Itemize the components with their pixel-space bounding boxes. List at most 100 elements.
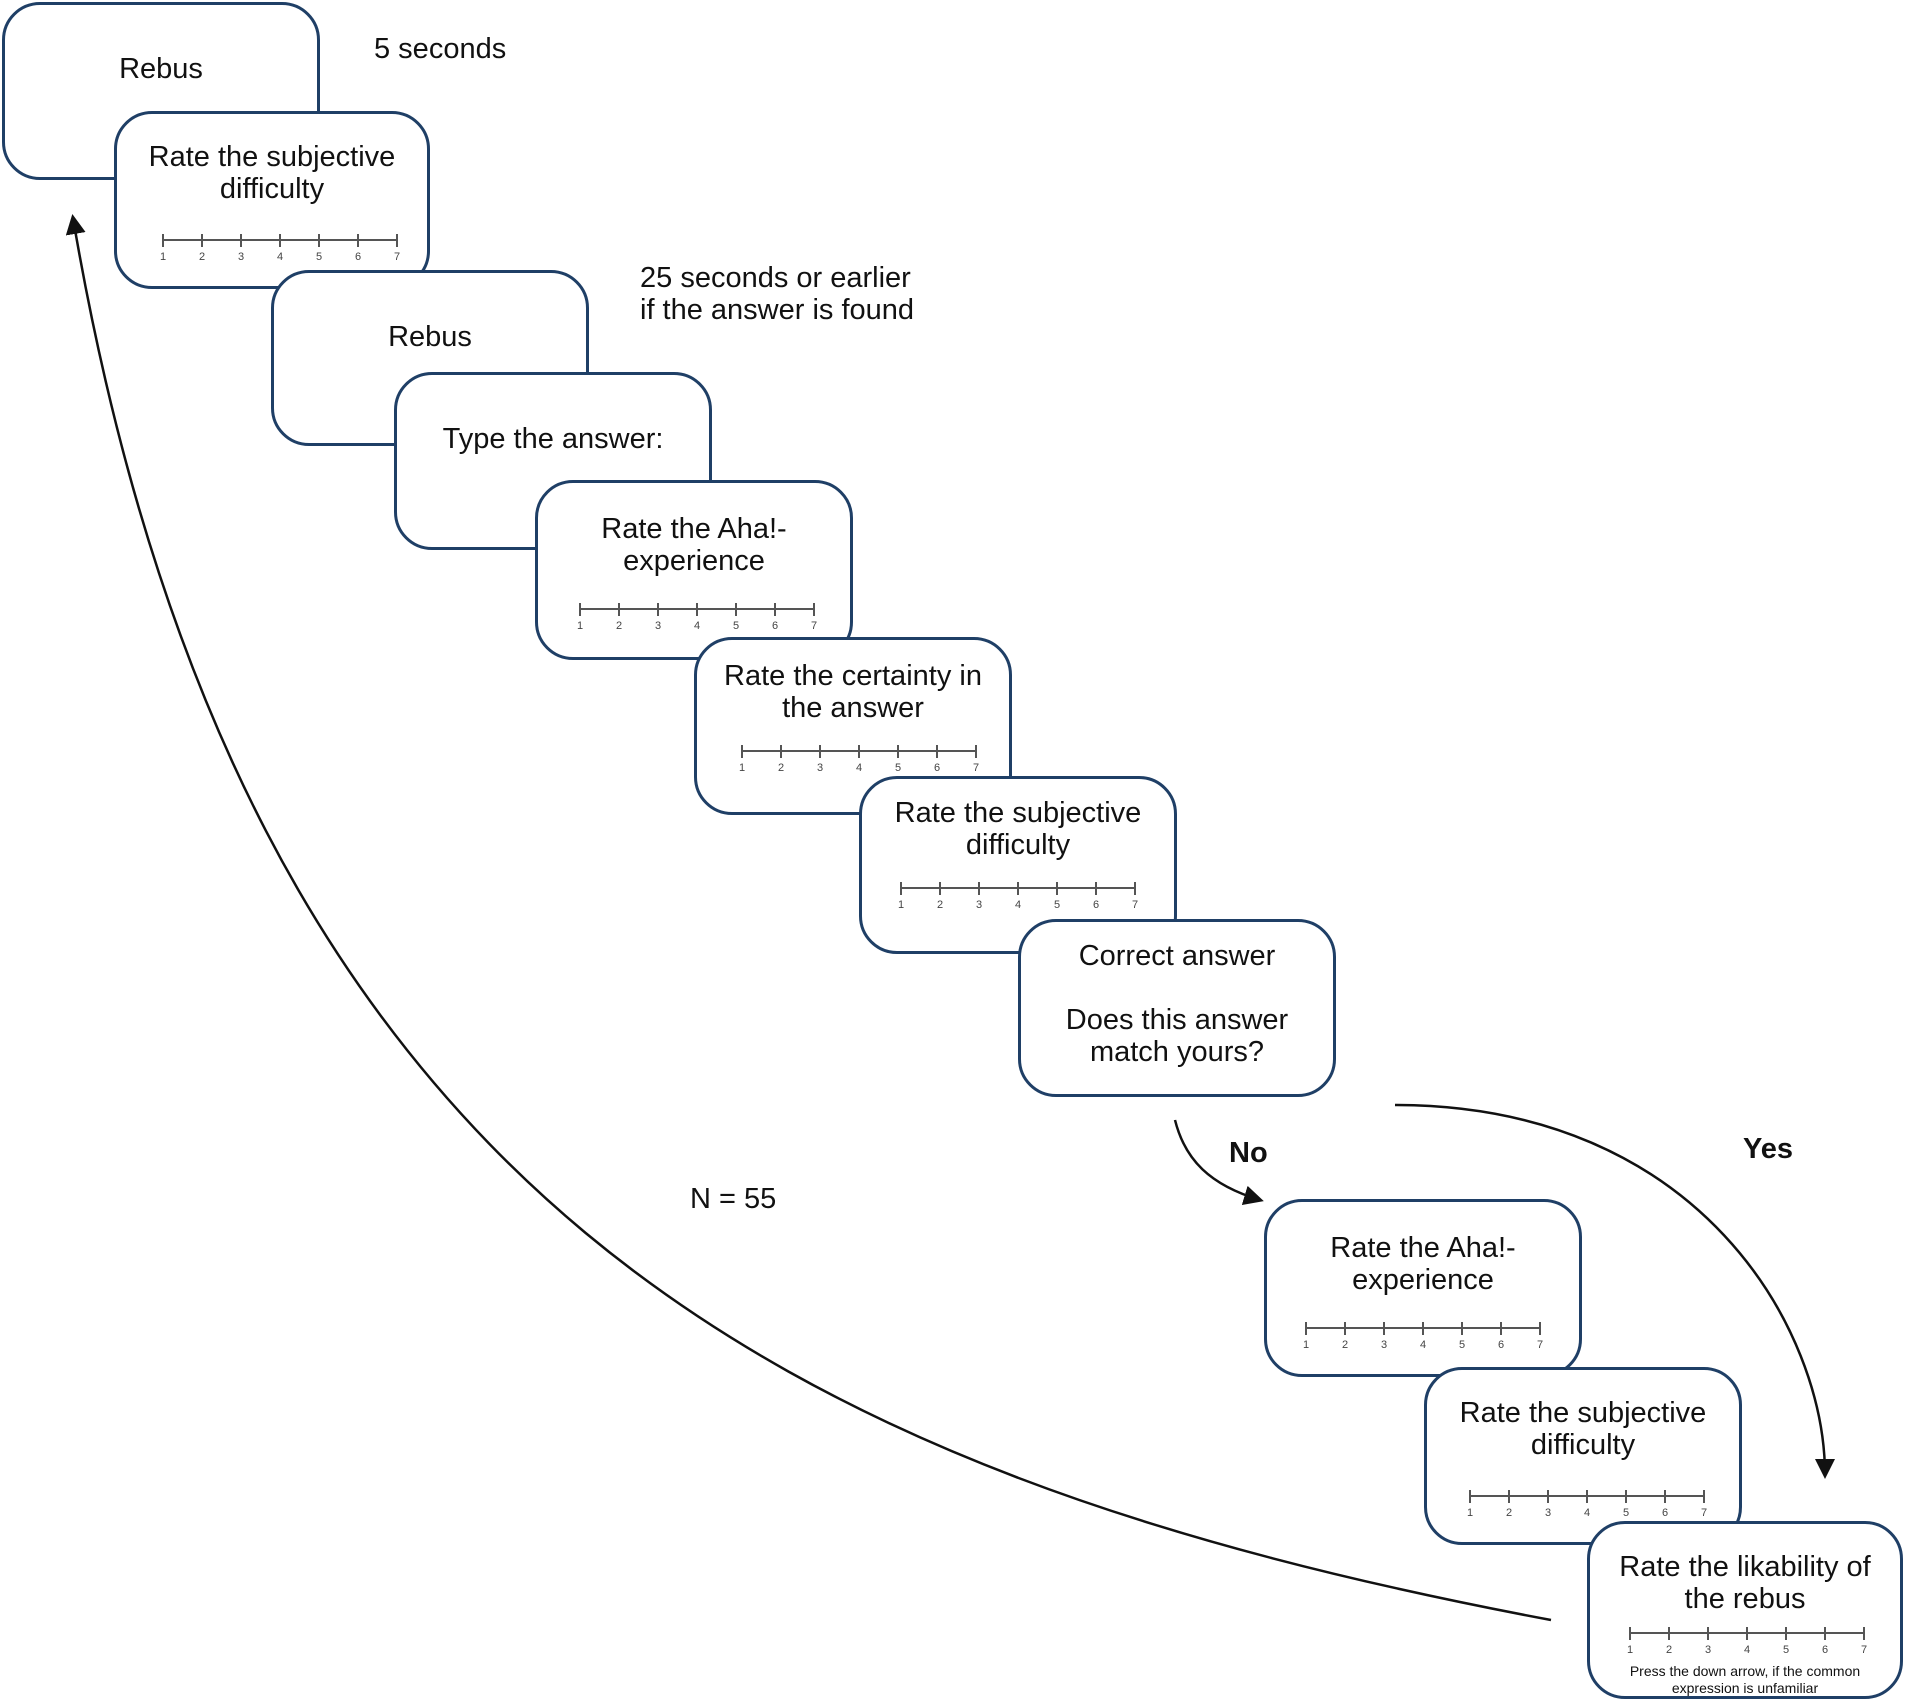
scale-label: 7 [972, 762, 980, 774]
loop-back-arrow [65, 214, 1552, 1622]
scale-tick [696, 603, 698, 616]
scale-label: 2 [1665, 1644, 1673, 1656]
scale-tick [1863, 1627, 1865, 1640]
scale-label: 3 [975, 899, 983, 911]
scale-label: 2 [777, 762, 785, 774]
scale-tick [939, 882, 941, 895]
scale-tick [1134, 882, 1136, 895]
scale-tick [240, 234, 242, 247]
card-text: Correct answer Does this answer match yo… [1065, 940, 1289, 1068]
scale-tick [1017, 882, 1019, 895]
scale-label: 5 [1458, 1339, 1466, 1351]
scale-tick [318, 234, 320, 247]
scale-label: 7 [1860, 1644, 1868, 1656]
scale-tick [1746, 1627, 1748, 1640]
scale-tick [279, 234, 281, 247]
scale-label: 1 [738, 762, 746, 774]
scale-tick [1629, 1627, 1631, 1640]
scale-tick [1703, 1490, 1705, 1503]
card-text: Rebus [388, 321, 472, 353]
scale-tick [936, 745, 938, 758]
scale-tick [897, 745, 899, 758]
no-arrow [1173, 1119, 1264, 1205]
card-footnote: Press the down arrow, if the common expr… [1629, 1663, 1861, 1696]
scale-tick [1625, 1490, 1627, 1503]
yes-label: Yes [1743, 1133, 1793, 1165]
scale-label: 5 [1622, 1507, 1630, 1519]
scale-label: 2 [198, 251, 206, 263]
scale-tick [858, 745, 860, 758]
scale-tick [1095, 882, 1097, 895]
timing-note-1: 5 seconds [374, 33, 507, 65]
scale-tick [1539, 1322, 1541, 1335]
scale-tick [1824, 1627, 1826, 1640]
scale-tick [813, 603, 815, 616]
card-text: Rate the subjective difficulty [1459, 1397, 1707, 1461]
scale-label: 7 [1536, 1339, 1544, 1351]
scale-label: 7 [810, 620, 818, 632]
card-text: Type the answer: [442, 423, 664, 455]
scale-label: 4 [855, 762, 863, 774]
scale-label: 3 [654, 620, 662, 632]
card-text: Rate the Aha!- experience [1330, 1232, 1516, 1296]
scale-label: 6 [771, 620, 779, 632]
scale-tick [1469, 1490, 1471, 1503]
no-label: No [1229, 1137, 1268, 1169]
scale-tick [1668, 1627, 1670, 1640]
scale-label: 3 [1380, 1339, 1388, 1351]
scale-tick [1586, 1490, 1588, 1503]
scale-label: 7 [1700, 1507, 1708, 1519]
card-text: Rate the subjective difficulty [894, 797, 1142, 861]
scale-tick [1500, 1322, 1502, 1335]
scale-tick [780, 745, 782, 758]
scale-tick [618, 603, 620, 616]
scale-label: 4 [1014, 899, 1022, 911]
sample-size-label: N = 55 [690, 1183, 777, 1215]
card-text: Rate the certainty in the answer [724, 660, 982, 724]
scale-label: 7 [1131, 899, 1139, 911]
scale-label: 3 [1544, 1507, 1552, 1519]
scale-tick [201, 234, 203, 247]
scale-label: 1 [576, 620, 584, 632]
card-text: Rebus [119, 53, 203, 85]
scale-tick [1383, 1322, 1385, 1335]
card-text: Rate the subjective difficulty [148, 141, 396, 205]
scale-tick [1547, 1490, 1549, 1503]
scale-label: 7 [393, 251, 401, 263]
scale-label: 6 [1821, 1644, 1829, 1656]
card-text: Rate the likability of the rebus [1619, 1551, 1871, 1615]
scale-tick [1707, 1627, 1709, 1640]
scale-label: 4 [1743, 1644, 1751, 1656]
scale-tick [1305, 1322, 1307, 1335]
scale-tick [1344, 1322, 1346, 1335]
scale-label: 6 [933, 762, 941, 774]
yes-arrow [1394, 1103, 1835, 1479]
scale-label: 6 [1661, 1507, 1669, 1519]
scale-label: 3 [237, 251, 245, 263]
scale-tick [357, 234, 359, 247]
scale-tick [774, 603, 776, 616]
scale-tick [1056, 882, 1058, 895]
scale-label: 5 [732, 620, 740, 632]
scale-label: 3 [816, 762, 824, 774]
scale-label: 1 [1626, 1644, 1634, 1656]
scale-label: 1 [1302, 1339, 1310, 1351]
scale-tick [1508, 1490, 1510, 1503]
scale-tick [1422, 1322, 1424, 1335]
scale-tick [579, 603, 581, 616]
scale-label: 2 [615, 620, 623, 632]
scale-tick [819, 745, 821, 758]
